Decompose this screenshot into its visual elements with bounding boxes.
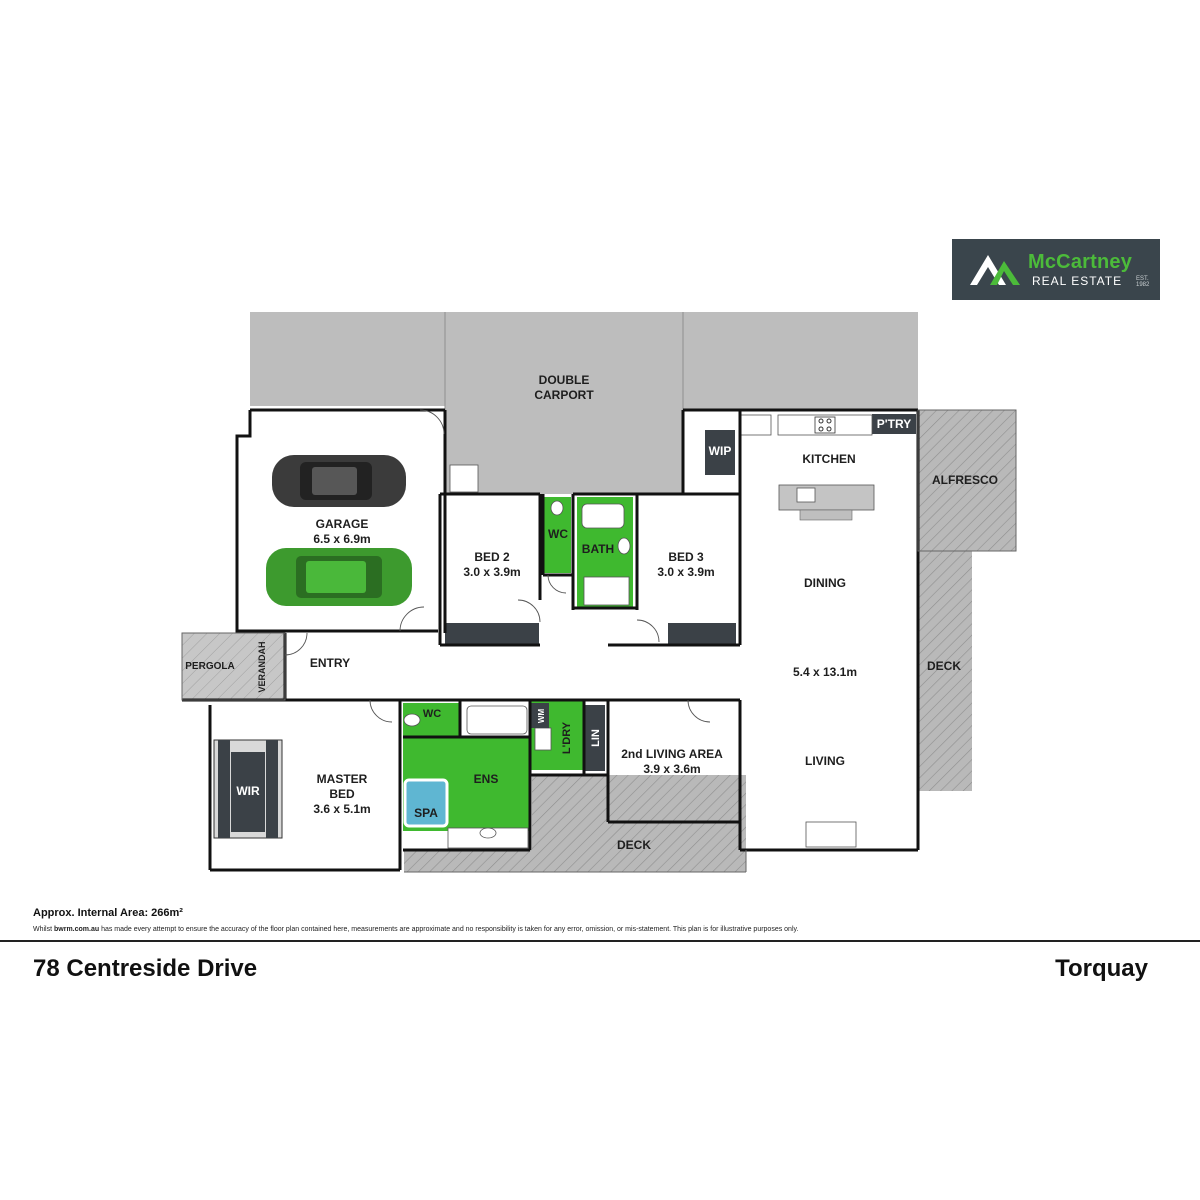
- pergola-label: PERGOLA: [185, 661, 234, 672]
- entry-label: ENTRY: [310, 656, 350, 670]
- bed3-label: BED 3: [668, 550, 704, 564]
- wm-block: [531, 703, 549, 728]
- mountain-logo-icon: [970, 255, 1020, 285]
- brand-tagline: REAL ESTATE: [1032, 274, 1123, 288]
- garage-size: 6.5 x 6.9m: [313, 532, 370, 546]
- ptry-label: P'TRY: [877, 417, 911, 431]
- brand-est: EST.1982: [1136, 276, 1150, 288]
- internal-area: Approx. Internal Area: 266m²: [33, 907, 183, 919]
- wm-label: WM: [537, 709, 546, 724]
- car-green-icon: [266, 548, 412, 606]
- spa-tub: [403, 778, 449, 828]
- bed2-size: 3.0 x 3.9m: [463, 565, 520, 579]
- roof-right: [683, 312, 918, 410]
- alfresco-label: ALFRESCO: [932, 473, 998, 487]
- ldry-label: L'DRY: [561, 721, 573, 754]
- carport-label-1: DOUBLE: [539, 373, 590, 387]
- divider: [0, 940, 1200, 942]
- pergola-area: [182, 633, 239, 700]
- alfresco-area: [918, 410, 1016, 551]
- property-address: 78 Centreside Drive: [33, 955, 258, 982]
- carport-area: [445, 312, 683, 494]
- deck-south-label: DECK: [617, 838, 651, 852]
- spa-label: SPA: [414, 806, 438, 820]
- dining-label: DINING: [804, 576, 846, 590]
- car-dark-icon: [272, 455, 406, 507]
- garage-label: GARAGE: [316, 517, 369, 531]
- wc2-label: WC: [423, 708, 441, 720]
- brand-logo: McCartney REAL ESTATE EST.1982: [952, 239, 1160, 300]
- roof-left: [250, 312, 445, 406]
- wip-block: [705, 430, 735, 475]
- lin-block: [585, 705, 605, 771]
- disclaimer: Whilst bwrm.com.au has made every attemp…: [33, 926, 799, 933]
- deck-east-label: DECK: [927, 659, 961, 673]
- verandah-label: VERANDAH: [257, 641, 267, 692]
- bath-label: BATH: [582, 542, 614, 556]
- living2-size: 3.9 x 3.6m: [643, 762, 700, 776]
- master-label-2: BED: [329, 787, 355, 801]
- deck-east-area: [918, 551, 972, 791]
- wip-label: WIP: [709, 444, 732, 458]
- wir-label: WIR: [236, 784, 260, 798]
- kitchen-island: [778, 484, 875, 511]
- disclaimer-site: bwrm.com.au: [54, 926, 100, 933]
- ptry-block: [872, 414, 916, 434]
- main-size: 5.4 x 13.1m: [793, 665, 857, 679]
- wc-label: WC: [548, 527, 568, 541]
- living-label: LIVING: [805, 754, 845, 768]
- lin-label: LIN: [590, 729, 602, 747]
- ens-label: ENS: [474, 772, 499, 786]
- bed3-size: 3.0 x 3.9m: [657, 565, 714, 579]
- living2-label: 2nd LIVING AREA: [621, 747, 723, 761]
- property-suburb: Torquay: [1055, 955, 1148, 982]
- carport-label-2: CARPORT: [534, 388, 594, 402]
- kitchen-label: KITCHEN: [802, 452, 855, 466]
- master-label-1: MASTER: [317, 772, 368, 786]
- verandah-area: [239, 633, 285, 700]
- brand-name: McCartney: [1028, 251, 1133, 273]
- master-size: 3.6 x 5.1m: [313, 802, 370, 816]
- bed2-label: BED 2: [474, 550, 510, 564]
